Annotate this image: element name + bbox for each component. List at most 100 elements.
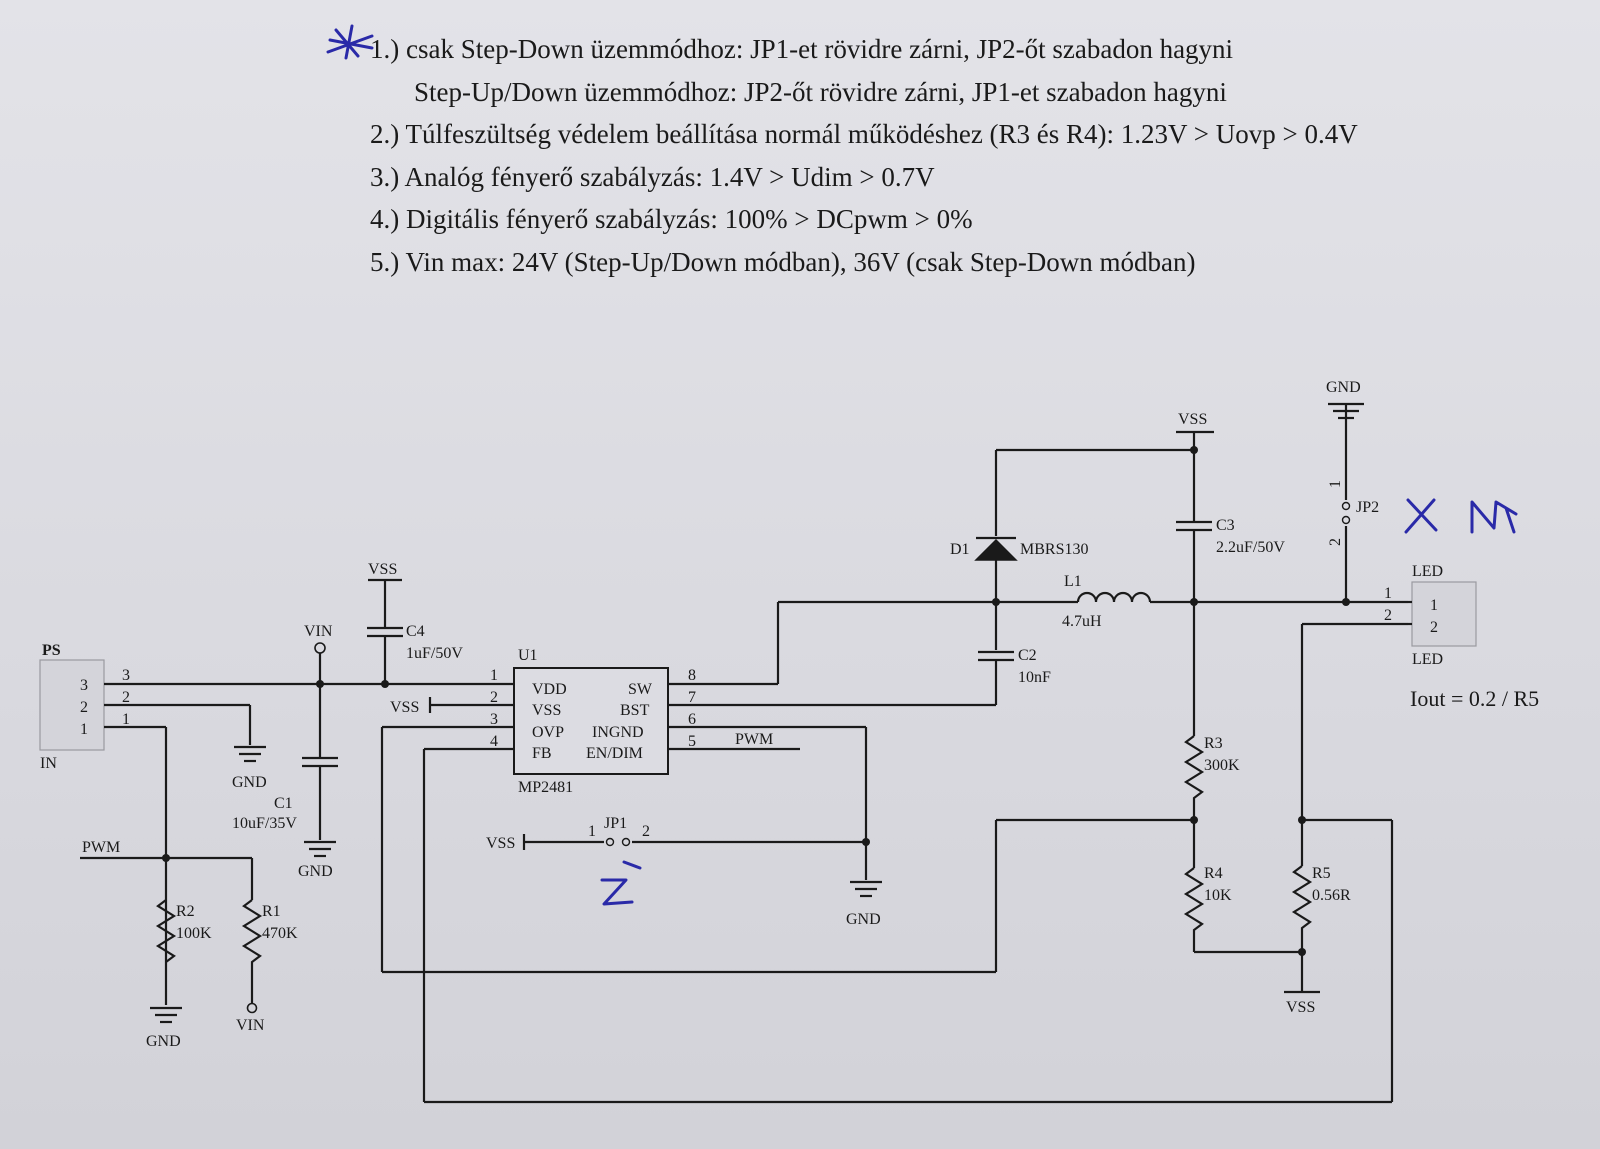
connector-ps-label: IN — [40, 755, 57, 772]
ps-pin-1: 1 — [80, 721, 88, 738]
ic-pin-bst: BST — [620, 702, 650, 719]
jp1-pin-1: 1 — [588, 823, 596, 840]
gnd-symbol-jp1: GND — [846, 880, 882, 928]
led-pinnum-1: 1 — [1384, 585, 1392, 602]
capacitor-c3: C3 2.2uF/50V — [1176, 450, 1285, 736]
jp1-pin-2: 2 — [642, 823, 650, 840]
gnd-label-ps: GND — [232, 774, 267, 791]
ic-pinnum-1: 1 — [490, 667, 498, 684]
c1-ref: C1 — [274, 795, 293, 812]
jp2-pin-2: 2 — [1327, 538, 1344, 546]
c3-value: 2.2uF/50V — [1216, 539, 1285, 556]
ps-pin-3: 3 — [80, 677, 88, 694]
capacitor-c2: C2 10nF — [978, 647, 1051, 686]
l1-ref: L1 — [1064, 573, 1082, 590]
notes-block: 1.) csak Step-Down üzemmódhoz: JP1-et rö… — [370, 28, 1358, 283]
iout-formula: Iout = 0.2 / R5 — [1410, 686, 1539, 711]
resistor-r5: R5 0.56R VSS — [1284, 622, 1408, 1102]
diode-d1: D1 MBRS130 — [950, 536, 1088, 650]
c2-value: 10nF — [1018, 669, 1051, 686]
vss-label-ic: VSS — [390, 699, 419, 716]
r5-ref: R5 — [1312, 865, 1331, 882]
c4-ref: C4 — [406, 623, 425, 640]
ic-pin-ingnd: INGND — [592, 724, 644, 741]
c4-value: 1uF/50V — [406, 645, 463, 662]
note-1: 1.) csak Step-Down üzemmódhoz: JP1-et rö… — [370, 34, 1234, 64]
led-pinnum-2: 2 — [1384, 607, 1392, 624]
ic-pinnum-2: 2 — [490, 689, 498, 706]
d1-ref: D1 — [950, 541, 970, 558]
r4-value: 10K — [1204, 887, 1232, 904]
jp2-ref: JP2 — [1356, 499, 1379, 516]
ic-pinnum-8: 8 — [688, 667, 696, 684]
jp1-ref: JP1 — [604, 815, 627, 832]
vin-label-top: VIN — [304, 623, 333, 640]
ic-pinnum-4: 4 — [490, 733, 498, 750]
ic-pin-vdd: VDD — [532, 681, 567, 698]
ic-pin-ovp: OVP — [532, 724, 564, 741]
jp2-pin-1: 1 — [1327, 480, 1344, 488]
pwm-branch: PWM — [80, 839, 254, 900]
gnd-label-r2: GND — [146, 1033, 181, 1050]
vss-label-c4: VSS — [368, 561, 397, 578]
led-pin-2: 2 — [1430, 619, 1438, 636]
connector-led-name: LED — [1412, 563, 1443, 580]
note-3: 3.) Analóg fényerő szabályzás: 1.4V > Ud… — [370, 161, 935, 192]
gnd-label-jp1: GND — [846, 911, 881, 928]
vin-node: VIN — [304, 623, 333, 758]
ic-right-wires: PWM — [668, 600, 1048, 880]
c3-ref: C3 — [1216, 517, 1235, 534]
connector-led-label: LED — [1412, 651, 1443, 668]
r3-ref: R3 — [1204, 735, 1223, 752]
ic-pinnum-7: 7 — [688, 689, 696, 706]
r2-value: 100K — [176, 925, 212, 942]
c2-ref: C2 — [1018, 647, 1037, 664]
gnd-label-top: GND — [1326, 379, 1361, 396]
c1-value: 10uF/35V — [232, 815, 297, 832]
ps-pinnum-2: 2 — [122, 689, 130, 706]
handwritten-star-mark — [326, 24, 374, 60]
resistor-r2: R2 100K GND — [146, 899, 212, 1050]
inductor-l1: L1 4.7uH — [1048, 573, 1408, 630]
vss-label-top: VSS — [1178, 411, 1207, 428]
ic-pinnum-5: 5 — [688, 733, 696, 750]
ps-pin-2: 2 — [80, 699, 88, 716]
resistor-r4: R4 10K — [1183, 865, 1306, 956]
led-pin-1: 1 — [1430, 597, 1438, 614]
ic-left-wires: VSS — [380, 682, 1392, 1104]
ic-u1: U1 MP2481 VDD VSS OVP FB SW BST INGND EN… — [490, 647, 696, 796]
resistor-r3: R3 300K — [994, 735, 1240, 972]
handwritten-x-mark — [1404, 498, 1438, 534]
ps-wires — [104, 682, 490, 1005]
l1-value: 4.7uH — [1062, 613, 1102, 630]
vss-label-r5: VSS — [1286, 999, 1315, 1016]
connector-ps-name: PS — [42, 642, 61, 659]
r5-value: 0.56R — [1312, 887, 1351, 904]
note-2: 2.) Túlfeszültség védelem beállítása nor… — [370, 119, 1358, 149]
note-5: 5.) Vin max: 24V (Step-Up/Down módban), … — [370, 246, 1196, 277]
jumper-jp2: GND JP2 1 2 — [1326, 379, 1518, 602]
note-1b: Step-Up/Down üzemmódhoz: JP2-őt rövidre … — [414, 76, 1227, 107]
d1-value: MBRS130 — [1020, 541, 1088, 558]
r1-ref: R1 — [262, 903, 281, 920]
vss-rail-top: VSS — [994, 411, 1214, 536]
ic-pin-sw: SW — [628, 681, 653, 698]
connector-led: LED LED 1 2 1 2 — [1384, 563, 1477, 668]
ic-part: MP2481 — [518, 779, 573, 796]
capacitor-c4: VSS C4 1uF/50V — [367, 561, 463, 688]
note-4: 4.) Digitális fényerő szabályzás: 100% >… — [370, 204, 973, 234]
gnd-symbol-ps: GND — [232, 745, 267, 791]
pwm-label-left: PWM — [82, 839, 120, 856]
ps-pinnum-1: 1 — [122, 711, 130, 728]
ic-pin-vss: VSS — [532, 702, 561, 719]
ps-pinnum-3: 3 — [122, 667, 130, 684]
r2-ref: R2 — [176, 903, 195, 920]
vin-label-r1: VIN — [236, 1017, 265, 1034]
ic-pin-endim: EN/DIM — [586, 745, 643, 762]
handwritten-n-mark — [1470, 500, 1518, 534]
resistor-r1: R1 470K VIN — [236, 899, 298, 1034]
capacitor-c1: C1 10uF/35V GND — [232, 756, 338, 880]
ic-pin-fb: FB — [532, 745, 552, 762]
